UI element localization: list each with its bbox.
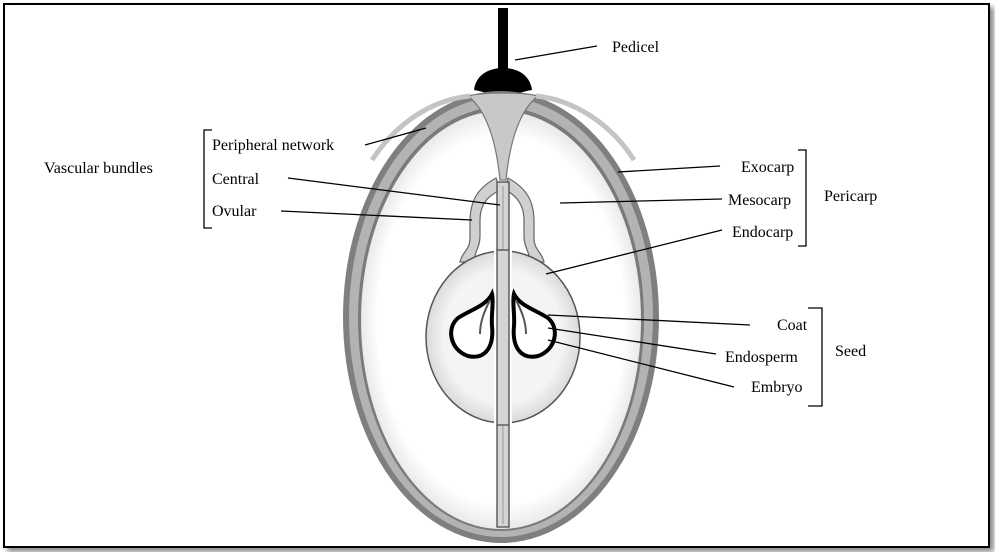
label-vascular-bundles: Vascular bundles bbox=[44, 160, 153, 177]
label-pericarp: Pericarp bbox=[824, 188, 877, 205]
pedicel bbox=[474, 8, 532, 104]
label-central: Central bbox=[212, 171, 260, 188]
label-pedicel: Pedicel bbox=[612, 39, 660, 56]
label-embryo: Embryo bbox=[751, 379, 803, 396]
label-ovular: Ovular bbox=[212, 203, 257, 220]
label-mesocarp: Mesocarp bbox=[728, 192, 791, 209]
seed bbox=[426, 250, 580, 425]
label-endosperm: Endosperm bbox=[725, 349, 798, 366]
label-coat: Coat bbox=[777, 317, 808, 334]
label-endocarp: Endocarp bbox=[732, 224, 793, 241]
label-peripheral-network: Peripheral network bbox=[212, 137, 334, 154]
label-exocarp: Exocarp bbox=[741, 159, 794, 176]
label-seed: Seed bbox=[835, 343, 866, 360]
